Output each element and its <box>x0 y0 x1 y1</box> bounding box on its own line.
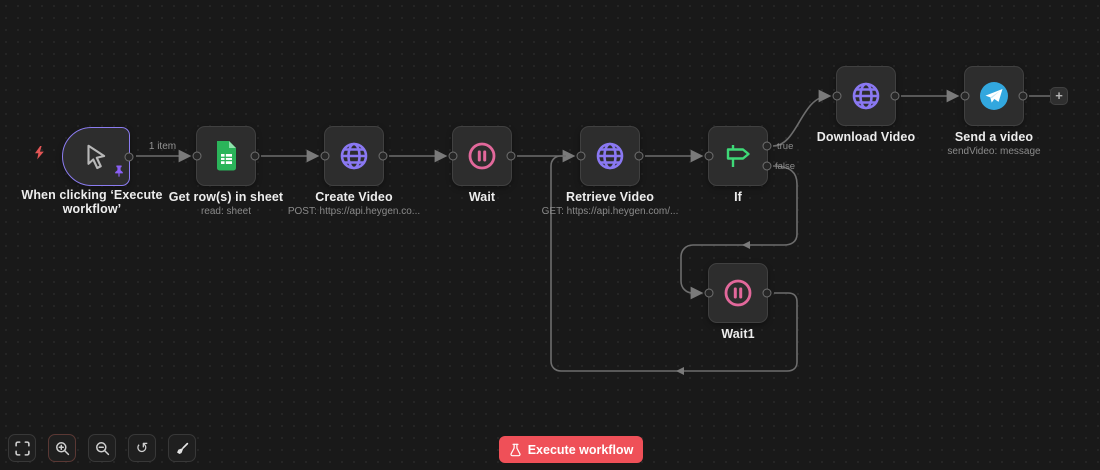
node-box[interactable] <box>960 66 1028 126</box>
cursor-icon <box>87 144 106 169</box>
globe-icon <box>596 142 624 170</box>
node-google-sheets[interactable]: Get row(s) in sheet read: sheet <box>169 126 283 217</box>
globe-icon <box>340 142 368 170</box>
node-retrieve-video[interactable]: Retrieve Video GET: https://api.heygen.c… <box>542 126 678 217</box>
globe-icon <box>852 82 880 110</box>
output-port[interactable] <box>1018 91 1028 101</box>
telegram-icon <box>980 82 1008 110</box>
node-title: Send a video <box>954 130 1034 144</box>
zoom-out-button[interactable] <box>88 434 116 462</box>
input-port[interactable] <box>704 288 714 298</box>
add-node-button[interactable]: + <box>1050 87 1068 105</box>
node-subtitle: read: sheet <box>200 206 252 217</box>
google-sheets-icon <box>217 141 236 171</box>
zoom-out-icon <box>95 441 109 455</box>
if-false-output-label: false <box>775 161 796 172</box>
undo-button[interactable]: ↺ <box>128 434 156 462</box>
node-title: Wait <box>468 190 496 204</box>
node-subtitle: GET: https://api.heygen.com/... <box>541 206 679 217</box>
node-box[interactable] <box>576 126 644 186</box>
node-box[interactable] <box>320 126 388 186</box>
if-true-output-label: true <box>777 141 794 152</box>
node-box[interactable] <box>192 126 260 186</box>
input-port[interactable] <box>320 151 330 161</box>
execute-workflow-label: Execute workflow <box>527 442 634 457</box>
input-port[interactable] <box>448 151 458 161</box>
node-subtitle: POST: https://api.heygen.co... <box>287 206 421 217</box>
pin-icon <box>114 164 124 182</box>
node-download-video[interactable]: Download Video <box>817 66 915 144</box>
node-title: Get row(s) in sheet <box>168 190 284 204</box>
node-manual-trigger[interactable]: When clicking ‘Execute workflow’ <box>21 127 162 216</box>
node-box[interactable] <box>448 126 516 186</box>
execute-workflow-button[interactable]: Execute workflow <box>499 436 643 463</box>
node-wait1[interactable]: Wait1 <box>704 263 772 341</box>
trigger-bolt-icon <box>34 146 45 165</box>
input-port[interactable] <box>576 151 586 161</box>
node-wait[interactable]: Wait <box>448 126 516 204</box>
input-port[interactable] <box>192 151 202 161</box>
connection-items-label: 1 item <box>148 141 177 152</box>
input-port[interactable] <box>704 151 714 161</box>
node-if[interactable]: If <box>704 126 772 204</box>
input-port[interactable] <box>832 91 842 101</box>
node-create-video[interactable]: Create Video POST: https://api.heygen.co… <box>288 126 420 217</box>
node-box[interactable] <box>704 263 772 323</box>
pause-icon <box>468 142 496 170</box>
wire-arrow-left-icon <box>742 241 750 249</box>
output-port[interactable] <box>762 288 772 298</box>
node-title: When clicking ‘Execute workflow’ <box>21 188 163 217</box>
node-title: Download Video <box>816 130 916 144</box>
pause-icon <box>724 279 752 307</box>
node-box[interactable] <box>704 126 772 186</box>
zoom-in-button[interactable] <box>48 434 76 462</box>
undo-icon: ↺ <box>135 438 149 457</box>
input-port[interactable] <box>960 91 970 101</box>
output-port[interactable] <box>890 91 900 101</box>
tidy-up-icon <box>176 442 188 454</box>
output-port[interactable] <box>124 152 134 161</box>
output-port-false[interactable] <box>762 161 772 171</box>
node-subtitle: sendVideo: message <box>947 146 1041 157</box>
wire-arrow-left-icon <box>676 367 684 375</box>
output-port[interactable] <box>634 151 644 161</box>
node-title: Wait1 <box>721 327 755 341</box>
node-box[interactable] <box>832 66 900 126</box>
node-title: Create Video <box>315 190 393 204</box>
node-box[interactable] <box>62 127 134 186</box>
fit-view-icon <box>14 440 30 456</box>
tidy-up-button[interactable] <box>168 434 196 462</box>
node-title: Retrieve Video <box>565 190 654 204</box>
output-port-true[interactable] <box>762 141 772 151</box>
flask-icon <box>510 443 521 456</box>
output-port[interactable] <box>506 151 516 161</box>
output-port[interactable] <box>378 151 388 161</box>
zoom-in-icon <box>55 441 69 455</box>
node-title: If <box>734 190 742 204</box>
node-send-video[interactable]: Send a video sendVideo: message <box>947 66 1041 157</box>
signpost-icon <box>726 145 750 167</box>
output-port[interactable] <box>250 151 260 161</box>
fit-view-button[interactable] <box>8 434 36 462</box>
canvas-toolbar: ↺ <box>8 434 196 462</box>
